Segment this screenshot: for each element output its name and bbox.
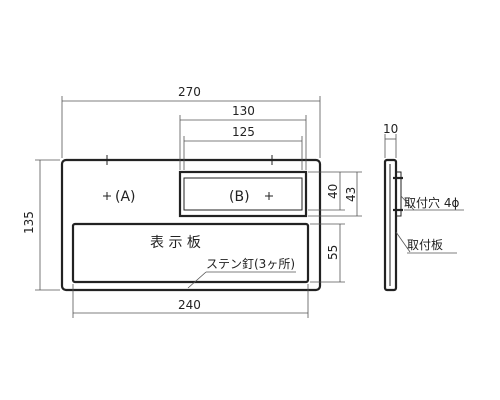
slot-b-outer	[178, 170, 308, 218]
dim-130: 130	[232, 104, 255, 118]
dim-10: 10	[383, 122, 398, 136]
dim-240: 240	[178, 298, 201, 312]
slot-b-inner	[183, 177, 303, 211]
outer-frame	[60, 158, 322, 292]
display-plate-label: 表 示 板	[150, 235, 201, 251]
dim-55: 55	[326, 245, 340, 260]
mounting-plate-label: 取付板	[407, 238, 443, 252]
dim-270: 270	[178, 85, 201, 99]
nails-label: ステン釘(3ヶ所)	[206, 256, 295, 271]
nails-leader	[187, 271, 207, 289]
dim-125: 125	[232, 125, 255, 139]
mounting-hole-label: 取付穴 4ϕ	[404, 195, 459, 210]
side-mounting-plate	[396, 171, 402, 217]
hole-b-marker	[265, 192, 273, 200]
hole-a-marker	[103, 192, 111, 200]
side-profile	[383, 158, 398, 292]
hole-a-label: (A)	[115, 189, 136, 205]
dim-43: 43	[344, 187, 358, 202]
hole-b-label: (B)	[229, 189, 250, 205]
dim-40: 40	[326, 184, 340, 199]
display-panel	[71, 222, 310, 284]
dim-135: 135	[22, 211, 36, 234]
mounting-plate-leader	[395, 231, 411, 253]
mounting-hole-leader	[400, 195, 415, 211]
